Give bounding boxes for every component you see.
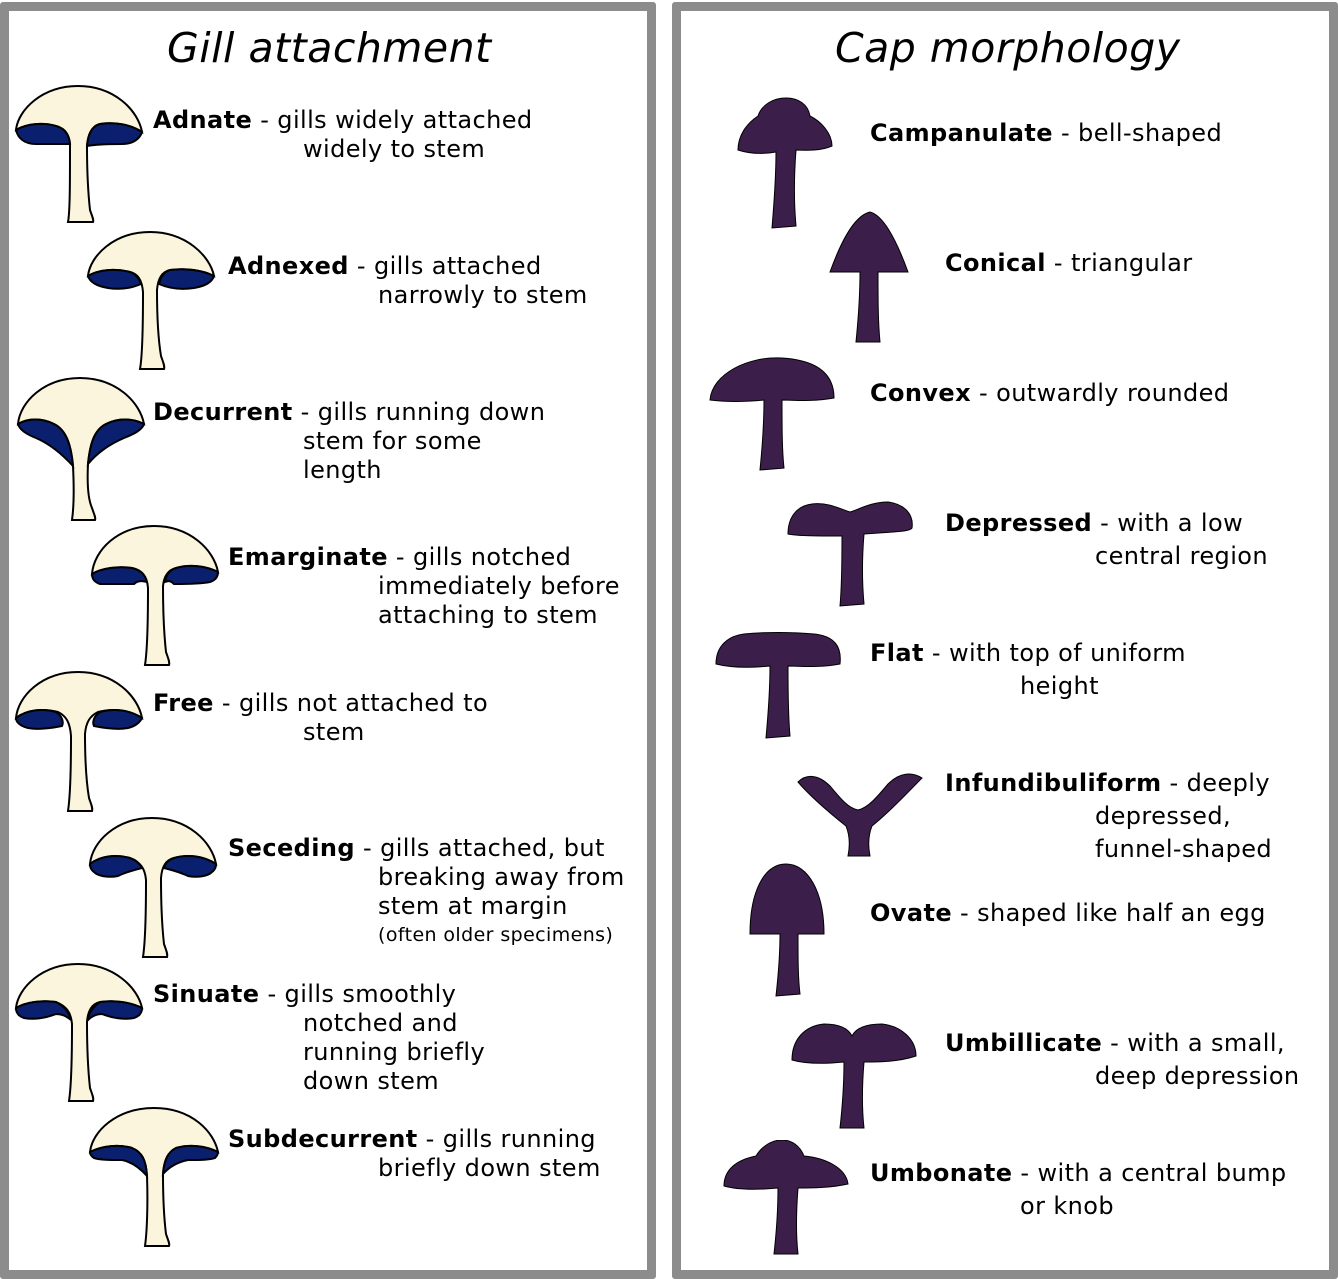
umbonate-desc-line-2: or knob (1020, 1192, 1115, 1220)
free-term: Free (153, 689, 214, 717)
decurrent-entry: Decurrent - gills running down stem for … (153, 398, 545, 485)
decurrent-mushroom-icon (16, 376, 146, 521)
sinuate-desc-line-3: running briefly (303, 1038, 486, 1066)
campanulate-entry: Campanulate - bell-shaped (870, 117, 1222, 150)
depressed-desc-line-2: central region (1095, 542, 1268, 570)
gill-panel-title: Gill attachment (167, 24, 492, 72)
emarginate-desc-line-3: attaching to stem (378, 601, 598, 629)
sinuate-mushroom-icon (14, 962, 144, 1102)
cap-panel-title: Cap morphology (835, 24, 1181, 72)
seceding-desc-line-3: stem at margin (378, 892, 568, 920)
infundibuliform-term: Infundibuliform (945, 769, 1162, 797)
umbillicate-desc-line-2: deep depression (1095, 1062, 1300, 1090)
subdecurrent-entry: Subdecurrent - gills running briefly dow… (228, 1125, 601, 1183)
subdecurrent-desc-line-1: - gills running (417, 1125, 596, 1153)
seceding-desc-line-1: - gills attached, but (354, 834, 605, 862)
emarginate-desc-line-1: - gills notched (387, 543, 572, 571)
ovate-term: Ovate (870, 899, 952, 927)
adnexed-desc-line-1: - gills attached (348, 252, 542, 280)
flat-desc-line-2: height (1020, 672, 1099, 700)
infundibuliform-desc-line-1: - deeply (1161, 769, 1270, 797)
decurrent-desc-line-1: - gills running down (292, 398, 546, 426)
emarginate-entry: Emarginate - gills notched immediately b… (228, 543, 620, 630)
depressed-desc-line-1: - with a low (1092, 509, 1244, 537)
adnexed-term: Adnexed (228, 252, 349, 280)
subdecurrent-mushroom-icon (88, 1106, 220, 1247)
conical-desc-line-1: - triangular (1045, 249, 1193, 277)
seceding-desc-line-2: breaking away from (378, 863, 625, 891)
decurrent-desc-line-3: length (303, 456, 382, 484)
conical-term: Conical (945, 249, 1046, 277)
depressed-entry: Depressed - with a low central region (945, 507, 1268, 573)
gill-attachment-panel (0, 2, 656, 1279)
umbillicate-term: Umbillicate (945, 1029, 1103, 1057)
flat-silhouette-icon (715, 632, 841, 739)
convex-entry: Convex - outwardly rounded (870, 377, 1229, 410)
seceding-note: (often older specimens) (378, 924, 614, 946)
flat-desc-line-1: - with top of uniform (923, 639, 1186, 667)
convex-silhouette-icon (709, 357, 835, 471)
emarginate-mushroom-icon (90, 524, 220, 666)
sinuate-entry: Sinuate - gills smoothly notched and run… (153, 980, 485, 1096)
umbillicate-silhouette-icon (791, 1023, 917, 1129)
flat-entry: Flat - with top of uniform height (870, 637, 1186, 703)
ovate-desc-line-1: - shaped like half an egg (952, 899, 1266, 927)
adnexed-mushroom-icon (86, 230, 216, 370)
campanulate-term: Campanulate (870, 119, 1053, 147)
adnate-term: Adnate (153, 106, 253, 134)
seceding-term: Seceding (228, 834, 355, 862)
conical-silhouette-icon (829, 211, 909, 343)
seceding-entry: Seceding - gills attached, but breaking … (228, 834, 625, 950)
emarginate-term: Emarginate (228, 543, 388, 571)
ovate-entry: Ovate - shaped like half an egg (870, 897, 1266, 930)
campanulate-silhouette-icon (737, 97, 833, 229)
adnexed-desc-line-2: narrowly to stem (378, 281, 588, 309)
convex-desc-line-1: - outwardly rounded (971, 379, 1230, 407)
umbonate-term: Umbonate (870, 1159, 1013, 1187)
sinuate-desc-line-2: notched and (303, 1009, 458, 1037)
flat-term: Flat (870, 639, 924, 667)
adnate-mushroom-icon (14, 84, 144, 223)
campanulate-desc-line-1: - bell-shaped (1052, 119, 1223, 147)
infundibuliform-desc-line-2: depressed, (1095, 802, 1231, 830)
adnate-entry: Adnate - gills widely attached widely to… (153, 106, 533, 164)
convex-term: Convex (870, 379, 971, 407)
free-entry: Free - gills not attached to stem (153, 689, 488, 747)
emarginate-desc-line-2: immediately before (378, 572, 620, 600)
subdecurrent-term: Subdecurrent (228, 1125, 418, 1153)
depressed-term: Depressed (945, 509, 1093, 537)
adnate-desc-line-2: widely to stem (303, 135, 486, 163)
umbonate-entry: Umbonate - with a central bump or knob (870, 1157, 1287, 1223)
umbillicate-desc-line-1: - with a small, (1102, 1029, 1285, 1057)
free-mushroom-icon (14, 670, 144, 812)
seceding-mushroom-icon (88, 816, 218, 958)
free-desc-line-2: stem (303, 718, 365, 746)
decurrent-term: Decurrent (153, 398, 293, 426)
adnate-desc-line-1: - gills widely attached (252, 106, 533, 134)
decurrent-desc-line-2: stem for some (303, 427, 482, 455)
sinuate-desc-line-1: - gills smoothly (259, 980, 457, 1008)
conical-entry: Conical - triangular (945, 247, 1193, 280)
free-desc-line-1: - gills not attached to (213, 689, 489, 717)
depressed-silhouette-icon (787, 501, 913, 607)
umbonate-silhouette-icon (723, 1140, 849, 1255)
infundibuliform-silhouette-icon (797, 773, 923, 857)
umbonate-desc-line-1: - with a central bump (1012, 1159, 1287, 1187)
sinuate-desc-line-4: down stem (303, 1067, 440, 1095)
infundibuliform-desc-line-3: funnel-shaped (1095, 835, 1273, 863)
adnexed-entry: Adnexed - gills attached narrowly to ste… (228, 252, 588, 310)
sinuate-term: Sinuate (153, 980, 260, 1008)
infundibuliform-entry: Infundibuliform - deeply depressed, funn… (945, 767, 1272, 866)
subdecurrent-desc-line-2: briefly down stem (378, 1154, 601, 1182)
ovate-silhouette-icon (749, 863, 825, 997)
umbillicate-entry: Umbillicate - with a small, deep depress… (945, 1027, 1300, 1093)
